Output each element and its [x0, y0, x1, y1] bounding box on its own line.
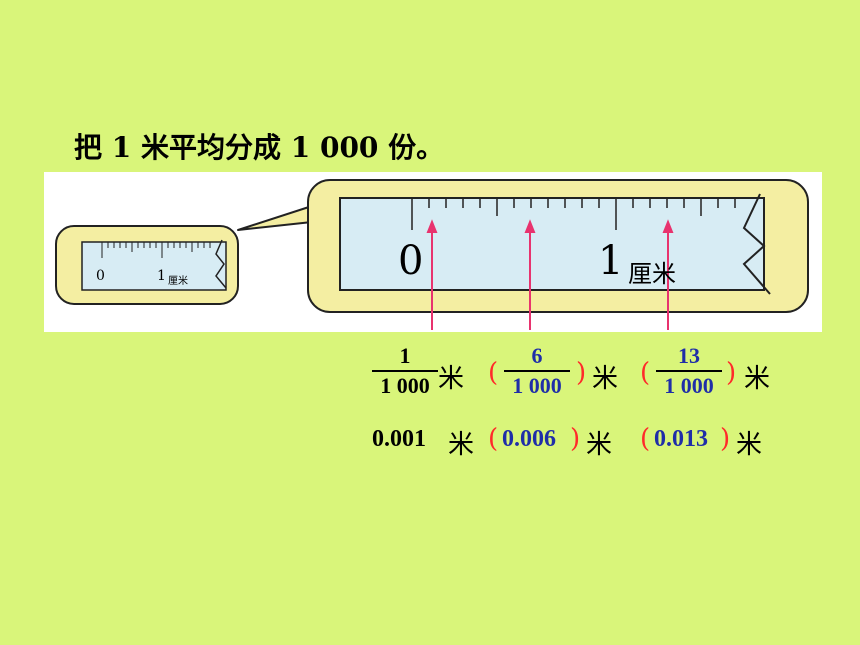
fraction-3-paren-open: ( [640, 358, 651, 388]
fraction-3-paren-close: ) [726, 358, 737, 388]
decimal-2-paren-open: ( [488, 424, 499, 454]
fraction-2-denominator: 1 000 [512, 373, 562, 398]
ruler-drawing [55, 179, 809, 330]
fraction-3-unit: 米 [744, 364, 771, 394]
fraction-2-paren-close: ) [576, 358, 587, 388]
small-ruler-zero: 0 [96, 268, 105, 284]
large-ruler-one: 1 [598, 238, 624, 284]
fraction-2-paren-open: ( [488, 358, 499, 388]
fraction-row: 1 1 000 米 ( 6 1 000 ) 米 ( 13 1 000 ) 米 [372, 344, 812, 408]
decimal-3-paren-close: ) [720, 424, 731, 454]
decimal-3-value: 0.013 [654, 426, 708, 452]
large-ruler [339, 197, 765, 291]
large-ruler-unit: 厘米 [628, 260, 676, 288]
fraction-3: 13 1 000 [656, 344, 722, 398]
fraction-1-numerator: 1 [399, 343, 411, 368]
decimal-2-value: 0.006 [502, 426, 556, 452]
small-ruler-unit: 厘米 [168, 276, 188, 287]
decimal-row: 0.001 米 ( 0.006 ) 米 ( 0.013 ) 米 [372, 424, 812, 460]
arrow-group [426, 219, 674, 330]
decimal-2-unit: 米 [586, 430, 613, 460]
small-ruler-one: 1 [157, 268, 166, 284]
page-title: 把 1 米平均分成 1 000 份。 [74, 131, 445, 164]
ruler-illustration: 0 1 厘米 0 1 厘米 [44, 172, 822, 332]
decimal-1-unit: 米 [448, 430, 475, 460]
fraction-1-denominator: 1 000 [380, 373, 430, 398]
fraction-2-unit: 米 [592, 364, 619, 394]
large-ruler-ticks [411, 198, 736, 230]
small-ruler-ticks [101, 242, 211, 258]
fraction-1-unit: 米 [438, 364, 465, 394]
decimal-1-value: 0.001 [372, 426, 426, 452]
fraction-1: 1 1 000 [372, 344, 438, 398]
decimal-2-paren-close: ) [570, 424, 581, 454]
fraction-2-numerator: 6 [531, 343, 543, 368]
fraction-2: 6 1 000 [504, 344, 570, 398]
small-ruler [81, 241, 227, 291]
decimal-3-unit: 米 [736, 430, 763, 460]
fraction-3-numerator: 13 [678, 343, 700, 368]
fraction-3-denominator: 1 000 [664, 373, 714, 398]
large-ruler-zero: 0 [398, 238, 424, 284]
decimal-3-paren-open: ( [640, 424, 651, 454]
